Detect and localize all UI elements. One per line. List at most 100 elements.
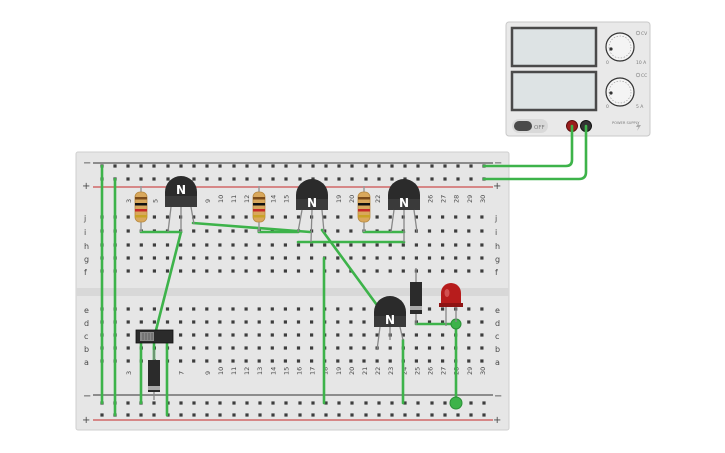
breadboard-hole[interactable]	[271, 401, 275, 405]
breadboard-hole[interactable]	[467, 346, 471, 350]
breadboard-hole[interactable]	[482, 413, 486, 417]
breadboard-hole[interactable]	[427, 215, 432, 219]
breadboard-hole[interactable]	[296, 320, 301, 324]
breadboard-hole[interactable]	[152, 177, 156, 181]
breadboard-hole[interactable]	[401, 256, 405, 260]
breadboard-hole[interactable]	[362, 320, 366, 324]
breadboard-hole[interactable]	[337, 401, 341, 405]
breadboard-hole[interactable]	[454, 269, 458, 273]
breadboard-hole[interactable]	[469, 177, 473, 181]
breadboard-hole[interactable]	[231, 320, 235, 324]
breadboard-hole[interactable]	[192, 413, 196, 417]
breadboard-hole[interactable]	[244, 346, 248, 350]
breadboard-hole[interactable]	[179, 333, 183, 337]
breadboard-hole[interactable]	[390, 401, 394, 405]
breadboard-hole[interactable]	[283, 269, 287, 273]
breadboard-hole[interactable]	[443, 401, 447, 405]
breadboard-hole[interactable]	[324, 413, 328, 417]
breadboard-hole[interactable]	[296, 269, 301, 273]
breadboard-hole[interactable]	[480, 346, 484, 350]
breadboard-hole[interactable]	[467, 333, 471, 337]
breadboard-hole[interactable]	[430, 164, 434, 168]
breadboard-hole[interactable]	[257, 333, 261, 337]
breadboard-hole[interactable]	[244, 320, 248, 324]
breadboard-hole[interactable]	[270, 333, 274, 337]
resistor-r1[interactable]	[134, 186, 148, 232]
diode-d1[interactable]	[148, 350, 160, 400]
breadboard-hole[interactable]	[310, 359, 314, 363]
breadboard-hole[interactable]	[126, 413, 130, 417]
breadboard-hole[interactable]	[192, 229, 196, 233]
breadboard-hole[interactable]	[126, 307, 130, 311]
breadboard-hole[interactable]	[283, 215, 287, 219]
breadboard-hole[interactable]	[139, 307, 143, 311]
breadboard-hole[interactable]	[388, 359, 392, 363]
breadboard-hole[interactable]	[283, 243, 287, 247]
breadboard-hole[interactable]	[179, 307, 183, 311]
breadboard-hole[interactable]	[430, 413, 434, 417]
breadboard-hole[interactable]	[205, 269, 209, 273]
breadboard-hole[interactable]	[364, 413, 368, 417]
breadboard-hole[interactable]	[113, 164, 117, 168]
breadboard-hole[interactable]	[336, 346, 340, 350]
breadboard-hole[interactable]	[232, 177, 236, 181]
slide-switch[interactable]	[135, 329, 174, 344]
breadboard-hole[interactable]	[165, 215, 170, 219]
breadboard-hole[interactable]	[152, 320, 156, 324]
breadboard-hole[interactable]	[324, 177, 328, 181]
breadboard-hole[interactable]	[296, 307, 301, 311]
breadboard-hole[interactable]	[205, 177, 209, 181]
breadboard-hole[interactable]	[283, 346, 287, 350]
breadboard-hole[interactable]	[336, 256, 340, 260]
breadboard-hole[interactable]	[441, 243, 445, 247]
resistor-r2[interactable]	[252, 186, 266, 232]
breadboard-hole[interactable]	[337, 177, 341, 181]
breadboard-hole[interactable]	[349, 346, 353, 350]
led-rail-node[interactable]	[449, 396, 463, 410]
breadboard-hole[interactable]	[126, 359, 130, 363]
breadboard-hole[interactable]	[231, 269, 235, 273]
breadboard-hole[interactable]	[482, 401, 486, 405]
breadboard-hole[interactable]	[284, 177, 288, 181]
breadboard-hole[interactable]	[388, 243, 392, 247]
breadboard-hole[interactable]	[401, 215, 405, 219]
breadboard-hole[interactable]	[350, 177, 354, 181]
breadboard-hole[interactable]	[390, 413, 394, 417]
breadboard-hole[interactable]	[126, 229, 130, 233]
breadboard-hole[interactable]	[205, 229, 209, 233]
breadboard-hole[interactable]	[456, 413, 460, 417]
breadboard-hole[interactable]	[271, 413, 275, 417]
breadboard-hole[interactable]	[152, 401, 156, 405]
breadboard-hole[interactable]	[165, 307, 170, 311]
breadboard-hole[interactable]	[388, 215, 392, 219]
breadboard-hole[interactable]	[218, 413, 222, 417]
led[interactable]	[439, 283, 463, 326]
breadboard-hole[interactable]	[441, 256, 445, 260]
breadboard-hole[interactable]	[244, 243, 248, 247]
breadboard-hole[interactable]	[205, 320, 209, 324]
breadboard-hole[interactable]	[152, 307, 156, 311]
breadboard-hole[interactable]	[205, 401, 209, 405]
breadboard-hole[interactable]	[310, 333, 314, 337]
breadboard-hole[interactable]	[375, 333, 379, 337]
breadboard-hole[interactable]	[401, 243, 405, 247]
breadboard-hole[interactable]	[362, 346, 366, 350]
breadboard-hole[interactable]	[467, 215, 471, 219]
breadboard-hole[interactable]	[192, 346, 196, 350]
breadboard-hole[interactable]	[231, 229, 235, 233]
breadboard-hole[interactable]	[427, 359, 432, 363]
breadboard-hole[interactable]	[244, 269, 248, 273]
breadboard-hole[interactable]	[192, 256, 196, 260]
breadboard-hole[interactable]	[375, 359, 379, 363]
breadboard-hole[interactable]	[126, 256, 130, 260]
breadboard-hole[interactable]	[271, 164, 275, 168]
breadboard-hole[interactable]	[257, 320, 261, 324]
breadboard-hole[interactable]	[257, 307, 261, 311]
breadboard-hole[interactable]	[179, 164, 183, 168]
breadboard-hole[interactable]	[388, 269, 392, 273]
breadboard-hole[interactable]	[218, 215, 222, 219]
breadboard-hole[interactable]	[349, 215, 353, 219]
breadboard-hole[interactable]	[205, 243, 209, 247]
breadboard-hole[interactable]	[441, 269, 445, 273]
